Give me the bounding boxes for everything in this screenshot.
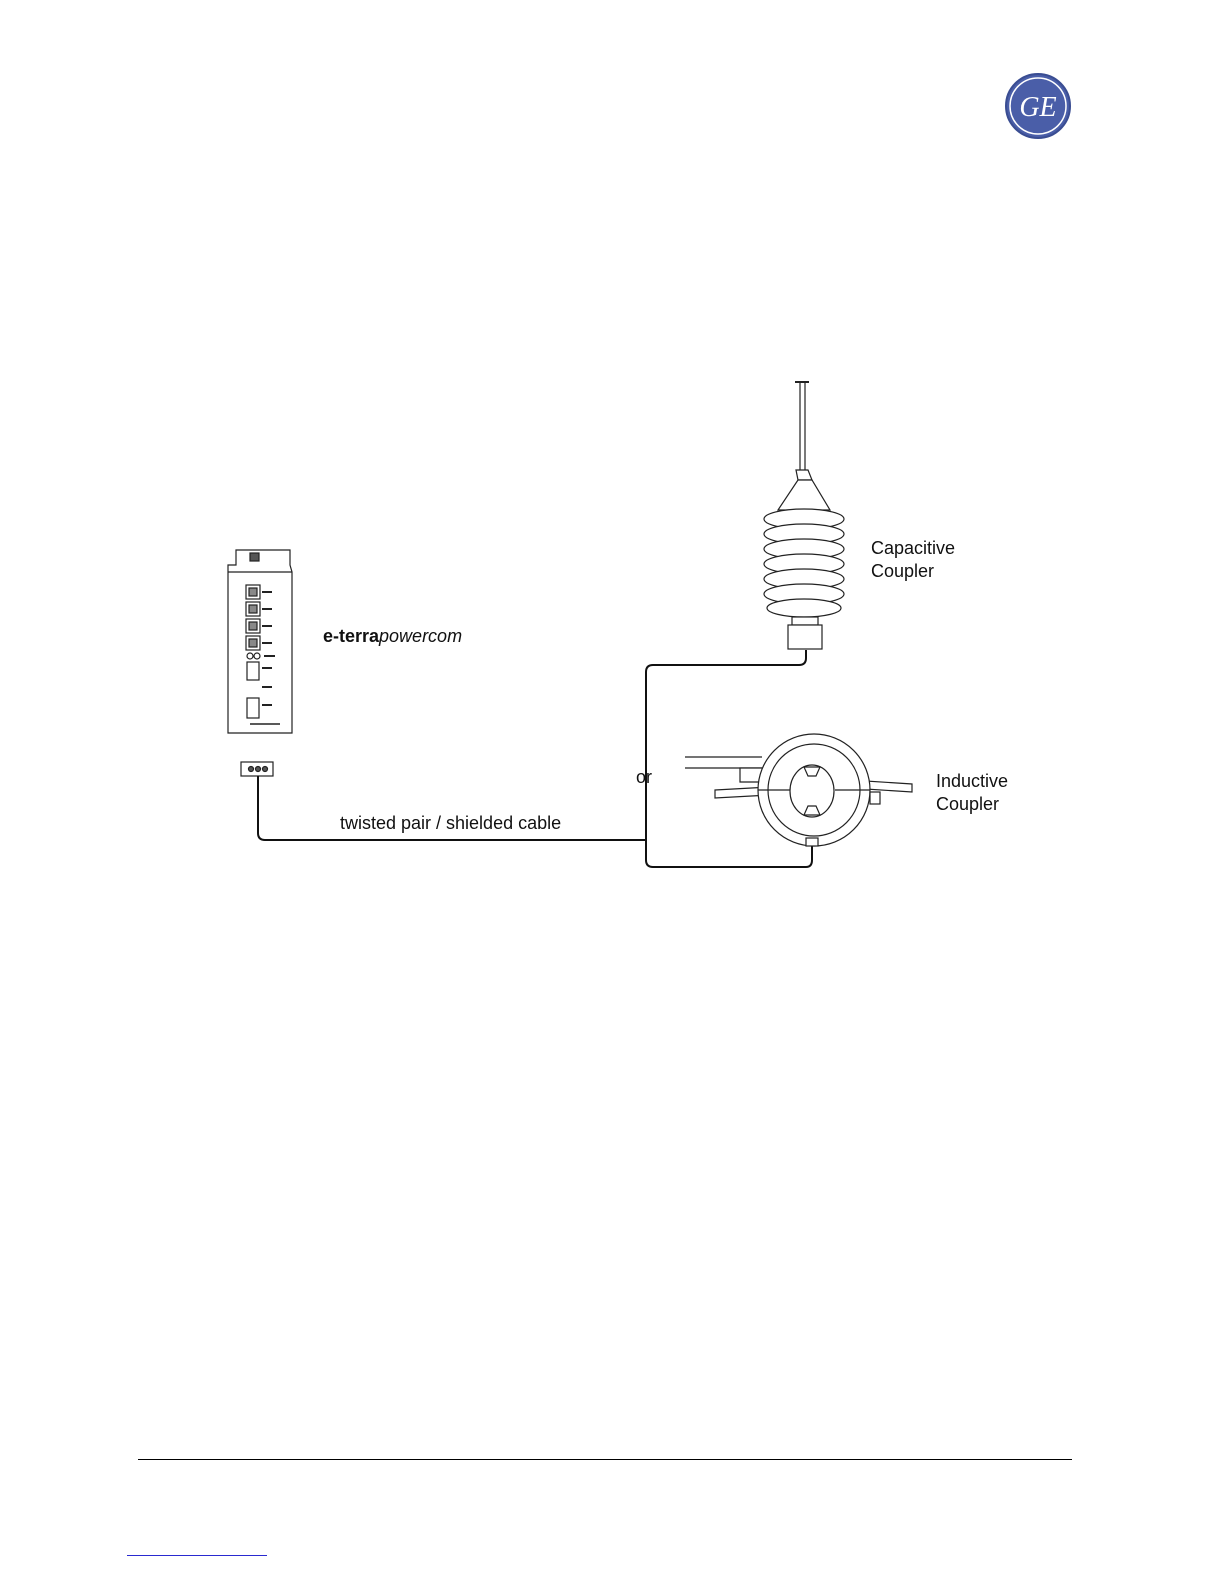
capacitive-coupler-drawing	[764, 382, 844, 649]
product-label: e-terrapowercom	[323, 625, 462, 647]
capacitive-coupler-label-line2: Coupler	[871, 560, 955, 583]
inductive-coupler-label: Inductive Coupler	[936, 770, 1008, 816]
inductive-coupler-label-line2: Coupler	[936, 793, 1008, 816]
footer-link-underline	[127, 1555, 267, 1556]
capacitive-coupler-label: Capacitive Coupler	[871, 537, 955, 583]
inductive-coupler-drawing	[685, 734, 912, 846]
product-name-bold: e-terra	[323, 626, 379, 646]
inductive-coupler-label-line1: Inductive	[936, 770, 1008, 793]
product-name-italic: powercom	[379, 626, 462, 646]
cable-connector	[241, 762, 273, 776]
cable-label: twisted pair / shielded cable	[340, 812, 561, 835]
e-terrapowercom-device	[228, 550, 292, 733]
footer-rule	[138, 1459, 1072, 1460]
capacitive-coupler-label-line1: Capacitive	[871, 537, 955, 560]
or-label: or	[636, 766, 652, 789]
